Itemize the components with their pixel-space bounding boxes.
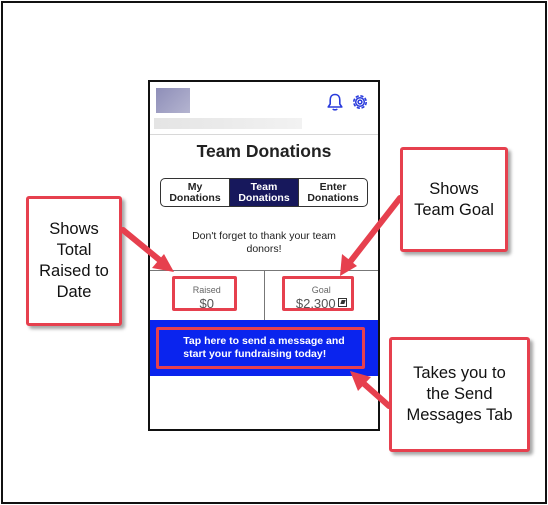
- raised-value: $0: [199, 296, 214, 311]
- tab-enter-donations[interactable]: Enter Donations: [307, 180, 359, 204]
- cta-label: Tap here to send a message and start you…: [183, 335, 345, 360]
- raised-highlight: [172, 276, 237, 311]
- gear-icon[interactable]: [350, 92, 370, 112]
- tab-team-donations[interactable]: Team Donations: [230, 179, 299, 206]
- phone-screen: Team Donations My Donations Team Donatio…: [148, 80, 380, 431]
- avatar[interactable]: [156, 88, 190, 113]
- header-divider: [150, 134, 378, 135]
- bell-icon[interactable]: [326, 92, 344, 112]
- goal-value: $2,300: [295, 296, 336, 311]
- team-stats: Raised $0 Goal $2,300: [150, 270, 378, 320]
- callout-goal: Shows Team Goal: [400, 147, 508, 252]
- cta-highlight: [156, 327, 365, 369]
- tab-my-donations[interactable]: My Donations: [161, 179, 230, 206]
- donation-tabs: My Donations Team Donations Enter Donati…: [160, 178, 368, 207]
- goal-value-row[interactable]: $2,300: [265, 296, 379, 311]
- page-title: Team Donations: [196, 141, 332, 161]
- callout-raised: Shows Total Raised to Date: [26, 196, 122, 326]
- goal-label: Goal: [311, 285, 331, 295]
- edit-icon[interactable]: [337, 298, 347, 307]
- goal-highlight: [282, 276, 354, 311]
- raised-label: Raised: [192, 285, 221, 295]
- callout-cta: Takes you to the Send Messages Tab: [389, 337, 530, 452]
- thank-donors-message: Don't forget to thank your team donors!: [192, 230, 336, 255]
- raised-stat: Raised $0: [150, 271, 265, 320]
- goal-stat: Goal $2,300: [265, 271, 379, 320]
- user-name-placeholder: [154, 118, 302, 129]
